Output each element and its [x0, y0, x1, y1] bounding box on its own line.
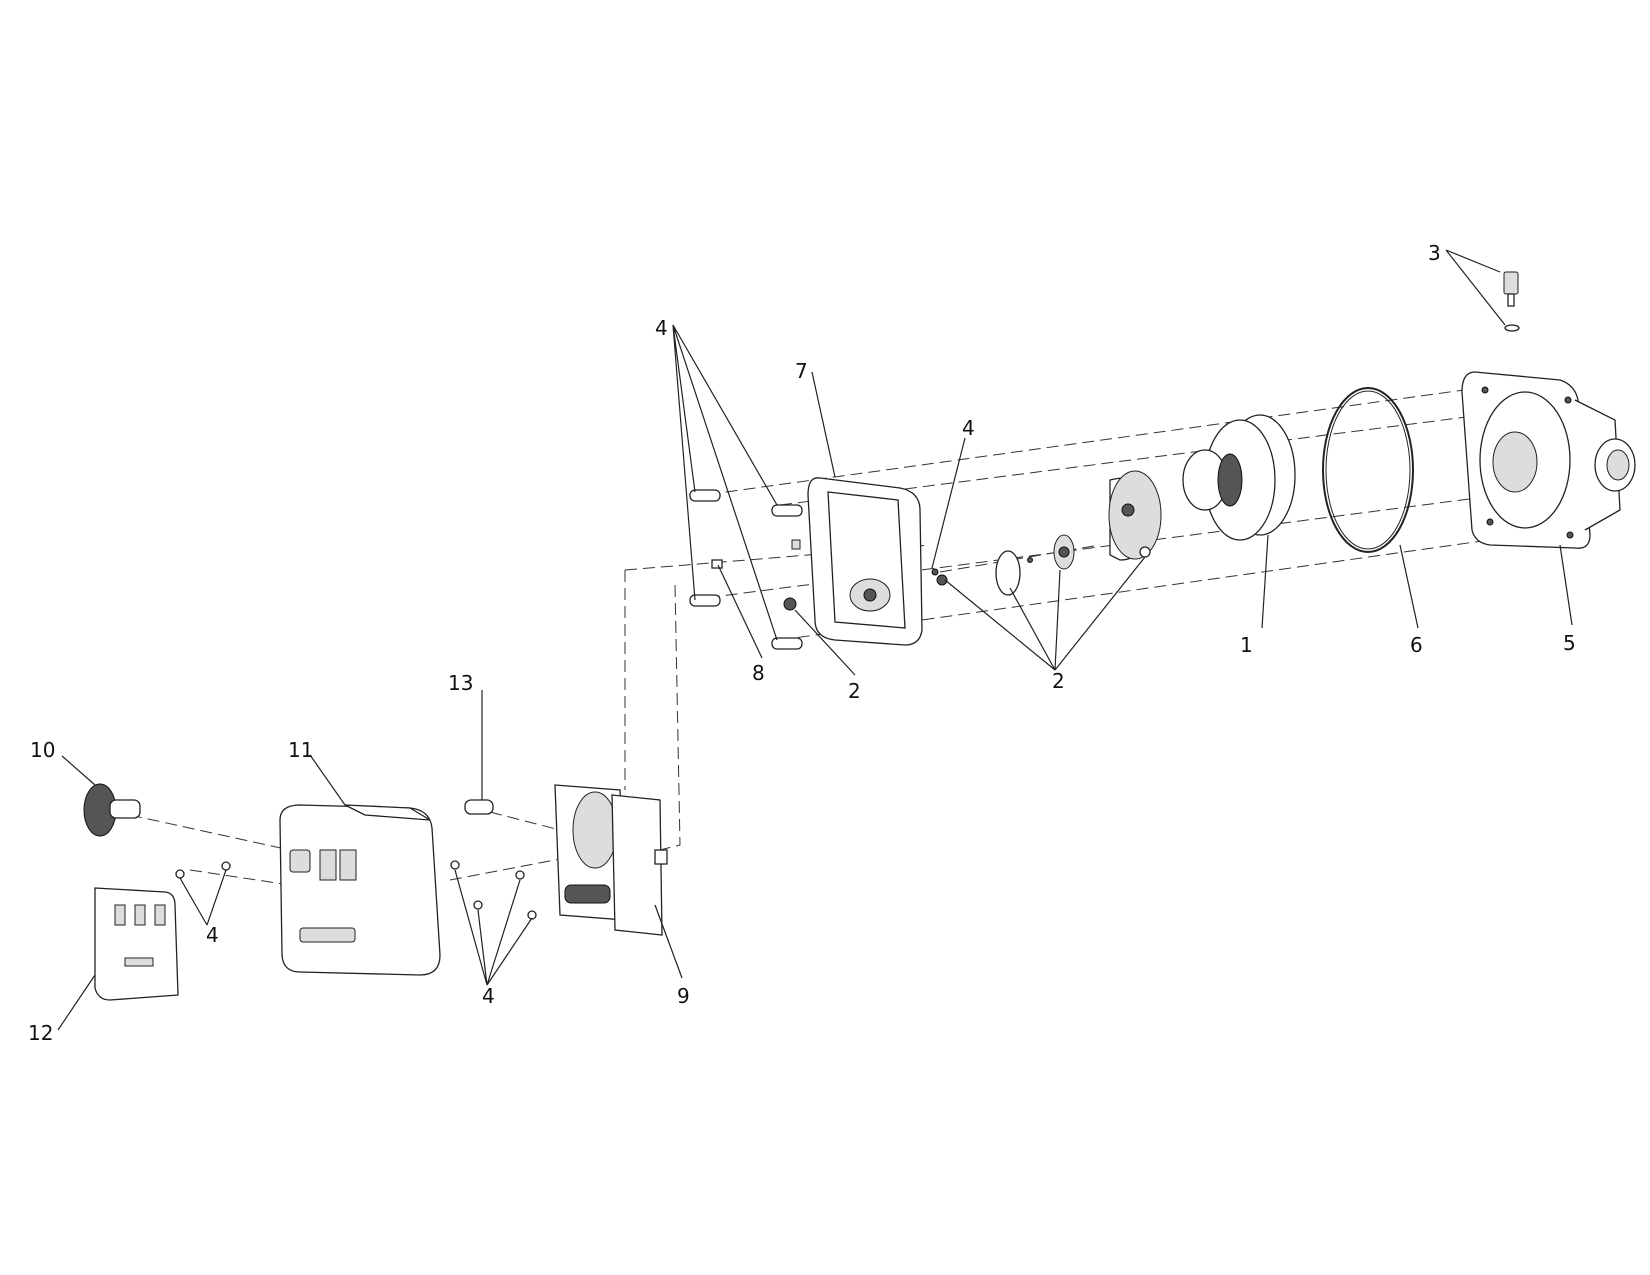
callout-13: 13: [448, 671, 473, 695]
callout-11: 11: [288, 738, 313, 762]
callout-8: 8: [752, 661, 765, 685]
part-7-back-plate: [791, 477, 939, 646]
part-10-knob: [83, 783, 141, 837]
callout-4-bottom: 4: [482, 984, 495, 1008]
part-5-valve-housing: [1461, 371, 1636, 549]
screws: [689, 489, 803, 650]
callout-labels: 3 4 7 4 8 2 2 1 6 5 13 10 11 4 4 9 12: [28, 241, 1576, 1045]
callout-9: 9: [677, 984, 690, 1008]
part-2-gears: [783, 470, 1162, 611]
callout-2-left: 2: [848, 679, 861, 703]
callout-4-top: 4: [655, 316, 668, 340]
part-3-fitting: [1503, 271, 1520, 332]
callout-10: 10: [30, 738, 55, 762]
callout-3: 3: [1428, 241, 1441, 265]
callout-6: 6: [1410, 633, 1423, 657]
part-1-piston: [1182, 414, 1296, 541]
leader-lines: [57, 249, 1573, 1031]
callout-4-cover: 4: [206, 923, 219, 947]
part-11-cover: [279, 804, 441, 976]
callout-12: 12: [28, 1021, 53, 1045]
small-screws: [175, 860, 537, 920]
part-9-drive-assembly: [554, 784, 668, 936]
callout-4-mid: 4: [962, 416, 975, 440]
part-6-o-ring: [1322, 387, 1414, 553]
part-12-label-plate: [94, 887, 179, 1001]
callout-5: 5: [1563, 631, 1576, 655]
callout-1: 1: [1240, 633, 1253, 657]
callout-2-right: 2: [1052, 669, 1065, 693]
callout-7: 7: [795, 359, 808, 383]
part-13-spacer: [464, 799, 494, 815]
